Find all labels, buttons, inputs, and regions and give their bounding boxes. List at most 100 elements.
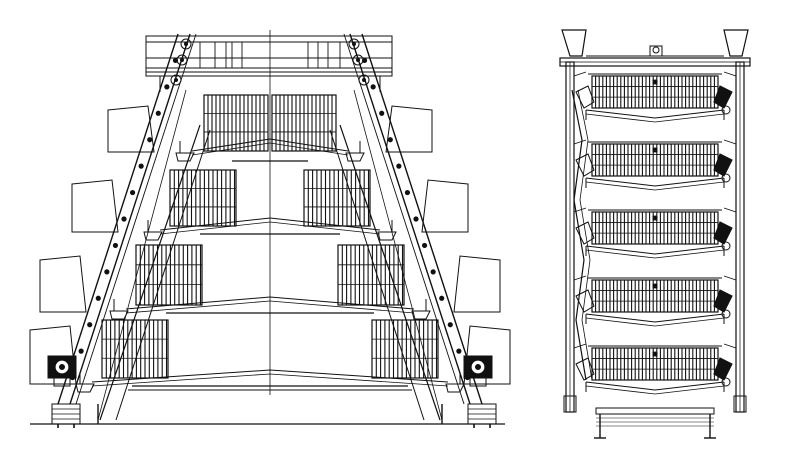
pulley-wheel — [176, 54, 188, 66]
left-leg-outer — [69, 33, 191, 405]
motor-hub — [59, 364, 65, 370]
front-mesh — [591, 279, 719, 313]
front-mesh — [591, 143, 719, 177]
top-pulleys — [170, 38, 370, 86]
side-brace — [723, 275, 737, 281]
right-hopper — [723, 29, 749, 57]
left-mesh — [101, 319, 169, 379]
right-feeder — [377, 231, 397, 241]
pulley-hub — [355, 58, 360, 63]
h-frame-cage-drawing — [559, 29, 751, 439]
egg-belt-roller — [721, 241, 731, 251]
right-hood — [385, 105, 433, 153]
leg-bolt — [439, 295, 445, 301]
left-mesh — [203, 94, 269, 152]
manure-tray — [585, 249, 725, 259]
right-leg-outer — [361, 33, 483, 405]
cage-floor — [91, 369, 449, 383]
a-frame-legs — [57, 33, 483, 421]
nipple-drinker — [652, 215, 658, 221]
nipple-drinker — [652, 351, 658, 357]
top-housing — [145, 35, 393, 92]
right-feeder — [713, 357, 733, 381]
mesh-frame — [371, 319, 439, 379]
chain-path — [571, 89, 587, 381]
top-assembly — [559, 29, 751, 67]
right-base-block — [733, 395, 747, 413]
right-feeder — [345, 152, 365, 162]
pulley-wheel — [348, 38, 360, 50]
base-rail — [595, 407, 715, 415]
pulley-hub — [351, 42, 356, 47]
left-feeder — [575, 357, 595, 381]
manure-tray — [585, 381, 725, 391]
leg-bolt — [155, 110, 161, 116]
leg-bolt — [104, 269, 110, 275]
leg-bolt — [87, 322, 93, 328]
motor-base — [469, 377, 487, 387]
nipple-drinker — [652, 79, 658, 85]
left-feeder — [75, 383, 95, 393]
cage-floor — [191, 138, 349, 152]
left-mesh — [135, 244, 203, 306]
left-hood — [107, 105, 155, 153]
pulley-hub — [361, 78, 366, 83]
left-feeder — [143, 231, 163, 241]
left-drive-motor — [47, 355, 77, 387]
egg-belt-roller — [721, 377, 731, 387]
tier-4 — [29, 319, 511, 393]
mesh-frame — [101, 319, 169, 379]
right-feeder — [713, 221, 733, 245]
left-inner-brace — [99, 124, 201, 421]
leg-bolt — [95, 295, 101, 301]
cage-floor — [159, 217, 381, 231]
cage-tier-1 — [573, 71, 737, 123]
manure-tray — [585, 313, 725, 323]
right-feeder — [713, 289, 733, 313]
right-feeder — [713, 153, 733, 177]
left-feeder — [175, 152, 195, 162]
tier-3 — [39, 244, 501, 320]
leg-bolt — [121, 216, 127, 222]
side-brace — [723, 139, 737, 145]
left-feeder — [575, 289, 595, 313]
top-motor-wheel — [652, 46, 660, 54]
side-brace — [573, 275, 587, 281]
right-feeder — [713, 85, 733, 109]
manure-tray — [585, 245, 725, 255]
nipple-drinker — [652, 283, 658, 289]
leg-bolt — [413, 216, 419, 222]
leg-bolt — [404, 189, 411, 196]
leg-bolt — [396, 163, 402, 169]
left-feeder — [575, 85, 595, 109]
motor-base — [53, 377, 71, 387]
pulley-hub — [179, 58, 184, 63]
pulley-wheel — [358, 74, 370, 86]
cage-tier-4 — [573, 275, 737, 327]
right-inner-brace — [339, 124, 441, 421]
mesh-frame — [169, 169, 237, 227]
cage-tier-5 — [573, 343, 737, 395]
pulley-hub — [183, 42, 188, 47]
leg-bolt — [164, 84, 170, 90]
cage-floor — [125, 296, 415, 310]
leg-bolt — [370, 84, 376, 90]
manure-tray — [585, 317, 725, 327]
motor-hub — [475, 364, 481, 370]
manure-tray — [585, 181, 725, 191]
left-cross — [97, 89, 187, 421]
a-frame-cage-drawing — [29, 30, 511, 428]
cage-floor — [159, 221, 381, 235]
tier-2 — [71, 169, 469, 241]
tier-1 — [107, 94, 433, 162]
cage-floor — [125, 300, 415, 314]
pulley-wheel — [180, 38, 192, 50]
left-hood — [39, 255, 87, 313]
left-hood — [71, 179, 119, 233]
front-mesh — [591, 211, 719, 245]
right-mesh — [303, 169, 371, 227]
leg-bolt — [78, 348, 84, 354]
nipple-drinker — [652, 147, 658, 153]
leg-bolt — [379, 110, 385, 116]
